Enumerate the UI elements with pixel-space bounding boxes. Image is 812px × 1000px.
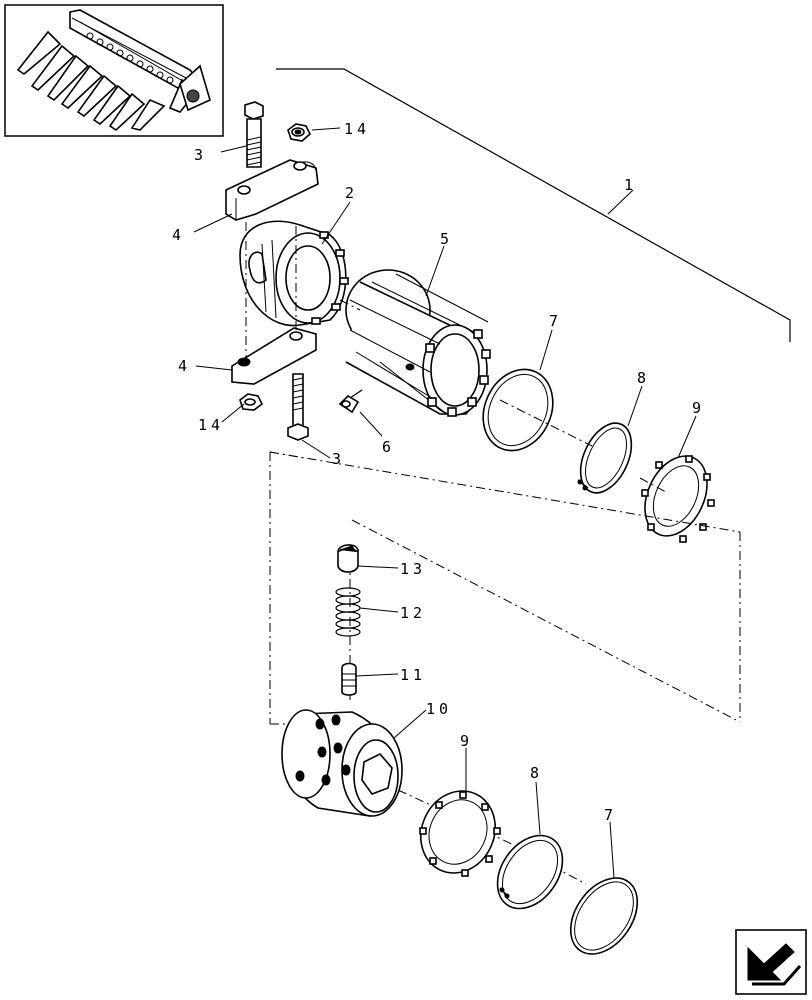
arrow-down-left-icon bbox=[747, 943, 802, 986]
detent-pin[interactable] bbox=[341, 662, 357, 696]
callout-11: 11 bbox=[400, 666, 426, 684]
hub-holes bbox=[295, 714, 351, 786]
lower-lock-nut[interactable] bbox=[239, 393, 264, 411]
toothed-washer-upper[interactable] bbox=[633, 446, 719, 546]
assembly-bracket bbox=[276, 68, 791, 342]
callout-7-upper: 7 bbox=[549, 312, 558, 330]
slotted-drum[interactable] bbox=[345, 269, 491, 417]
grease-fitting[interactable] bbox=[338, 389, 363, 414]
circlip-upper[interactable] bbox=[570, 415, 641, 501]
callout-8-upper: 8 bbox=[637, 369, 646, 387]
drum-teeth bbox=[425, 329, 491, 417]
upper-bearing-cap[interactable] bbox=[225, 159, 319, 221]
hex-hub[interactable] bbox=[281, 709, 403, 817]
thumbnail-snouts bbox=[16, 30, 200, 132]
callout-5: 5 bbox=[440, 230, 449, 248]
retaining-ring-upper[interactable] bbox=[470, 358, 565, 462]
callout-labels: 1 2 3 3 4 4 5 6 7 7 8 8 9 9 10 11 12 13 … bbox=[172, 120, 701, 824]
callout-10: 10 bbox=[426, 700, 452, 718]
leader-lines bbox=[193, 127, 697, 879]
compression-spring[interactable] bbox=[335, 587, 361, 637]
upper-lock-nut[interactable] bbox=[287, 123, 311, 142]
axis-lines bbox=[245, 222, 741, 885]
upper-bolt[interactable] bbox=[244, 101, 264, 168]
callout-7-lower: 7 bbox=[604, 806, 613, 824]
callout-1: 1 bbox=[624, 176, 633, 194]
callout-9-lower: 9 bbox=[460, 732, 469, 750]
callout-4-lower: 4 bbox=[178, 357, 187, 375]
lower-bearing-cap[interactable] bbox=[231, 327, 317, 385]
callout-2: 2 bbox=[345, 184, 354, 202]
housing-lugs bbox=[311, 231, 349, 325]
lower-bolt[interactable] bbox=[287, 373, 309, 441]
detent-cap[interactable] bbox=[337, 544, 359, 573]
callout-3-lower: 3 bbox=[332, 450, 341, 468]
navigate-back-button[interactable] bbox=[735, 929, 807, 995]
header-thumbnail-drawing bbox=[16, 9, 211, 132]
toothed-washer-lower[interactable] bbox=[408, 779, 509, 886]
thumbnail-auger bbox=[86, 32, 174, 84]
callout-14-upper: 14 bbox=[344, 120, 370, 138]
callout-14-lower: 14 bbox=[198, 416, 224, 434]
callout-6: 6 bbox=[382, 438, 391, 456]
callout-3-upper: 3 bbox=[194, 146, 203, 164]
callout-12: 12 bbox=[400, 604, 426, 622]
callout-9-upper: 9 bbox=[692, 399, 701, 417]
retaining-ring-lower[interactable] bbox=[557, 866, 651, 967]
callout-4-upper: 4 bbox=[172, 226, 181, 244]
callout-8-lower: 8 bbox=[530, 764, 539, 782]
washer-lugs-upper bbox=[641, 455, 715, 543]
bearing-housing[interactable] bbox=[239, 220, 349, 327]
callout-13: 13 bbox=[400, 560, 426, 578]
header-thumbnail[interactable] bbox=[4, 4, 224, 137]
circlip-lower[interactable] bbox=[484, 823, 576, 921]
